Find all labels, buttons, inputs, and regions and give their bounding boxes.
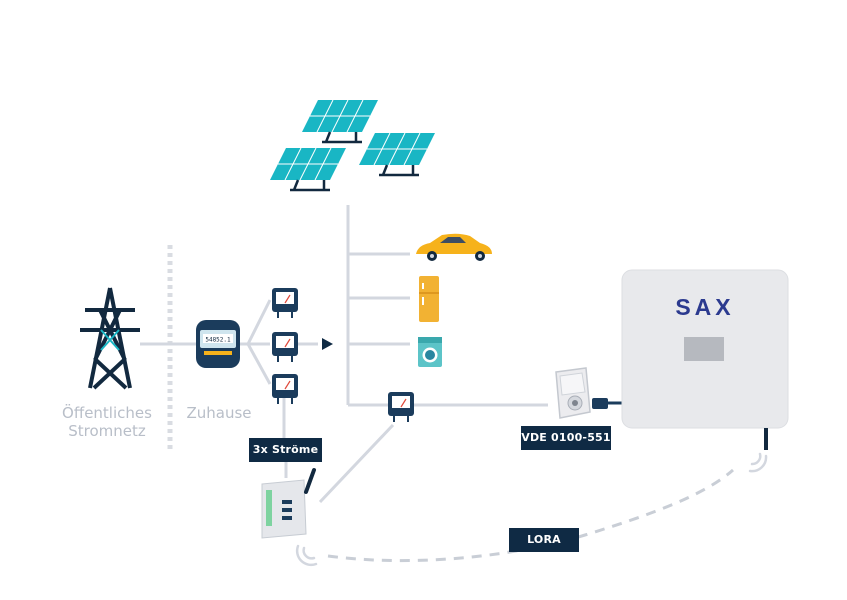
- meter-reading: 54852.1: [205, 337, 231, 344]
- vde-tag: VDE 0100-551: [521, 426, 611, 450]
- current-sensor-icon: [272, 332, 298, 362]
- car-icon: [416, 233, 492, 261]
- current-sensor-icon: [272, 288, 298, 318]
- power-tower-accent: [100, 329, 120, 351]
- current-sensor-icon: [388, 392, 414, 422]
- solar-panel-icon: [302, 99, 378, 144]
- lora-tag: LORA: [509, 528, 579, 552]
- inverter-device: [621, 269, 789, 450]
- wireless-signal-icon: [748, 452, 768, 473]
- plug-icon: [592, 398, 622, 409]
- lora-link: [327, 468, 734, 563]
- connection-lines: [140, 205, 548, 504]
- arrow-right-icon: [322, 338, 333, 350]
- solar-panel-icon: [270, 147, 346, 192]
- grid-label-line2: Stromnetz: [68, 422, 146, 440]
- electric-meter-icon: [196, 320, 240, 368]
- currents-tag: 3x Ströme: [249, 438, 322, 462]
- solar-panel-icon: [359, 132, 435, 177]
- gateway-device-icon: [261, 468, 316, 539]
- inverter-brand: SAX: [675, 294, 734, 320]
- washing-machine-icon: [418, 337, 442, 367]
- wall-socket-icon: [555, 367, 591, 419]
- current-sensor-icon: [272, 374, 298, 404]
- fridge-icon: [419, 276, 439, 322]
- grid-label: Öffentliches Stromnetz: [48, 404, 166, 440]
- home-label: Zuhause: [186, 404, 252, 422]
- grid-label-line1: Öffentliches: [62, 404, 152, 422]
- wireless-signal-icon: [295, 544, 318, 567]
- power-tower-icon: [80, 287, 140, 390]
